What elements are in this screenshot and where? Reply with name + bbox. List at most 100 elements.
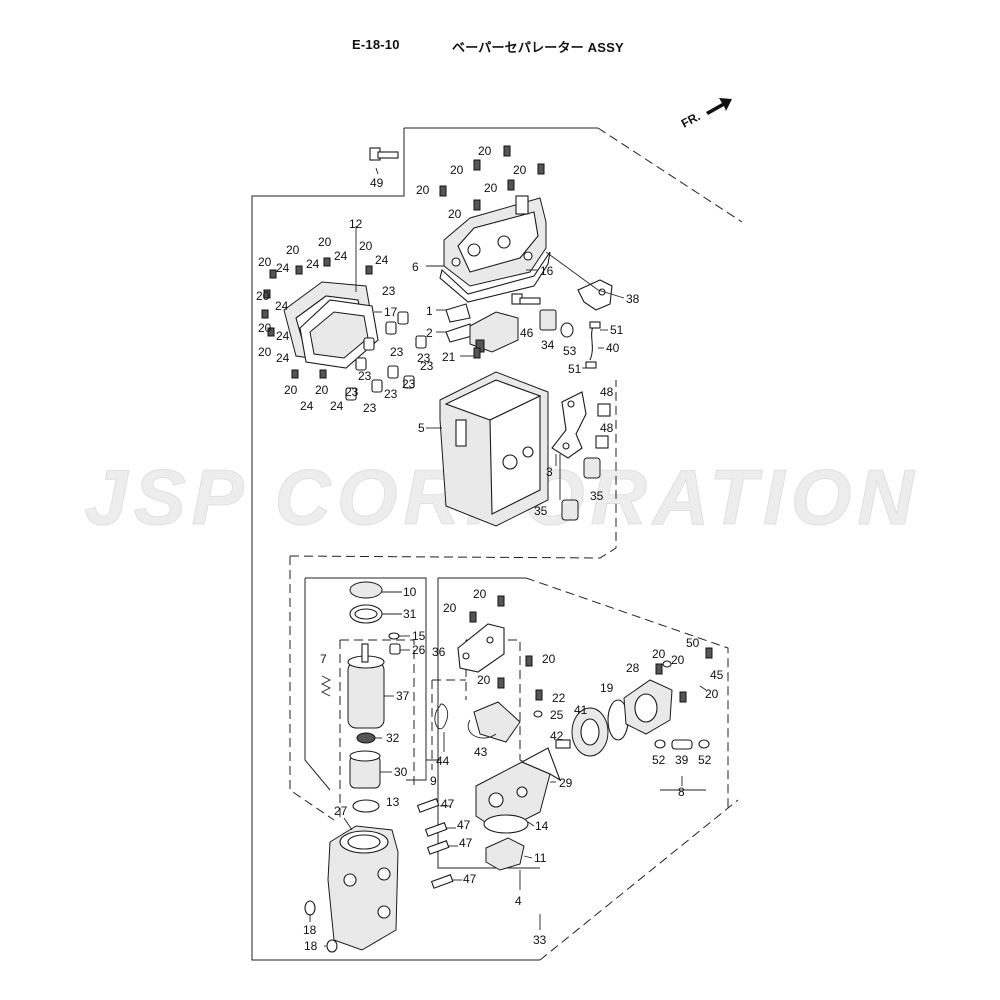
callout-7: 7: [320, 652, 327, 666]
bolt-49: [369, 147, 399, 161]
callout-3: 3: [546, 465, 553, 479]
callout-20: 20: [477, 673, 491, 687]
callout-20: 20: [513, 163, 527, 177]
callout-48: 48: [600, 385, 614, 399]
callout-24: 24: [334, 249, 348, 263]
callout-25: 25: [550, 708, 564, 722]
callout-24: 24: [300, 399, 314, 413]
grommet-35-b: [561, 499, 579, 521]
callout-48: 48: [600, 421, 614, 435]
callout-16: 16: [540, 264, 554, 278]
callout-46: 46: [520, 326, 534, 340]
callout-18: 18: [304, 939, 318, 953]
callout-52: 52: [652, 753, 666, 767]
callout-52: 52: [698, 753, 712, 767]
callout-9: 9: [430, 774, 437, 788]
screws-20-upper: [261, 145, 545, 379]
callout-20: 20: [318, 235, 332, 249]
float-1: [445, 303, 471, 323]
callout-18: 18: [303, 923, 317, 937]
callout-23: 23: [417, 351, 431, 365]
front-label: FR.: [679, 109, 703, 130]
callout-20: 20: [284, 383, 298, 397]
callout-23: 23: [345, 385, 359, 399]
diagram-code: E-18-10: [352, 37, 400, 52]
callout-20: 20: [256, 289, 270, 303]
clamp-51: [585, 321, 601, 369]
callout-41: 41: [574, 703, 588, 717]
callout-27: 27: [334, 804, 348, 818]
float-2: [445, 323, 473, 343]
bolts-48: [595, 403, 611, 449]
callout-26: 26: [412, 643, 426, 657]
washers-18: [304, 900, 338, 953]
callout-2: 2: [426, 326, 433, 340]
callout-10: 10: [403, 585, 417, 599]
callout-23: 23: [384, 387, 398, 401]
bracket-3: [551, 391, 587, 459]
sensor-43: [467, 701, 521, 743]
callout-20: 20: [448, 207, 462, 221]
assembly-frame: [251, 127, 743, 961]
callout-32: 32: [386, 731, 400, 745]
callout-42: 42: [550, 729, 564, 743]
filter-41: [571, 707, 609, 757]
ring-32: [356, 732, 376, 744]
filter-30: [349, 750, 381, 789]
front-direction-indicator: FR.: [679, 98, 732, 131]
callout-24: 24: [276, 351, 290, 365]
callout-45: 45: [710, 668, 724, 682]
callout-24: 24: [275, 299, 289, 313]
cover-gasket-16: [439, 251, 551, 303]
callout-19: 19: [600, 681, 614, 695]
callouts: 49 20 20 20 20 20 20 12 20 20 20 24 24 2…: [256, 144, 724, 953]
front-arrow-icon: [706, 98, 732, 115]
bolts-47: [416, 798, 454, 889]
bracket-38: [577, 279, 613, 311]
callout-49: 49: [370, 176, 384, 190]
callout-23: 23: [420, 359, 434, 373]
washer-53: [560, 322, 574, 338]
callout-15: 15: [412, 629, 426, 643]
callout-37: 37: [396, 689, 410, 703]
callout-20: 20: [359, 239, 373, 253]
callout-20: 20: [542, 652, 556, 666]
callout-5: 5: [418, 421, 425, 435]
collars-23: [345, 311, 427, 401]
screws-20-lower: [469, 595, 713, 718]
callout-34: 34: [541, 338, 555, 352]
callout-24: 24: [276, 329, 290, 343]
callout-53: 53: [563, 344, 577, 358]
callout-8: 8: [678, 785, 685, 799]
leader-lines: [309, 167, 707, 947]
small-items-15-26: [388, 632, 401, 655]
callout-51: 51: [568, 362, 582, 376]
tube-40: [589, 323, 595, 361]
cable-44: [434, 703, 449, 730]
callout-47: 47: [463, 872, 477, 886]
callout-36: 36: [432, 645, 446, 659]
callout-12: 12: [349, 217, 363, 231]
callout-20: 20: [416, 183, 430, 197]
spring-42: [555, 739, 571, 749]
callout-23: 23: [358, 369, 372, 383]
callout-35: 35: [534, 504, 548, 518]
callout-1: 1: [426, 304, 433, 318]
separator-cover-6: [443, 195, 547, 287]
callout-22: 22: [552, 691, 566, 705]
fuel-pump-37: [347, 643, 385, 729]
pump-case-27: [327, 825, 399, 951]
callout-50: 50: [686, 636, 700, 650]
callout-28: 28: [626, 661, 640, 675]
valve-assy: [469, 311, 519, 353]
callout-11: 11: [534, 851, 547, 865]
callout-6: 6: [412, 260, 419, 274]
callout-47: 47: [441, 797, 455, 811]
bolt-46: [511, 293, 541, 305]
callout-20: 20: [484, 181, 498, 195]
callout-43: 43: [474, 745, 488, 759]
callout-20: 20: [258, 321, 272, 335]
callout-20: 20: [652, 647, 666, 661]
plate-36: [457, 623, 505, 673]
